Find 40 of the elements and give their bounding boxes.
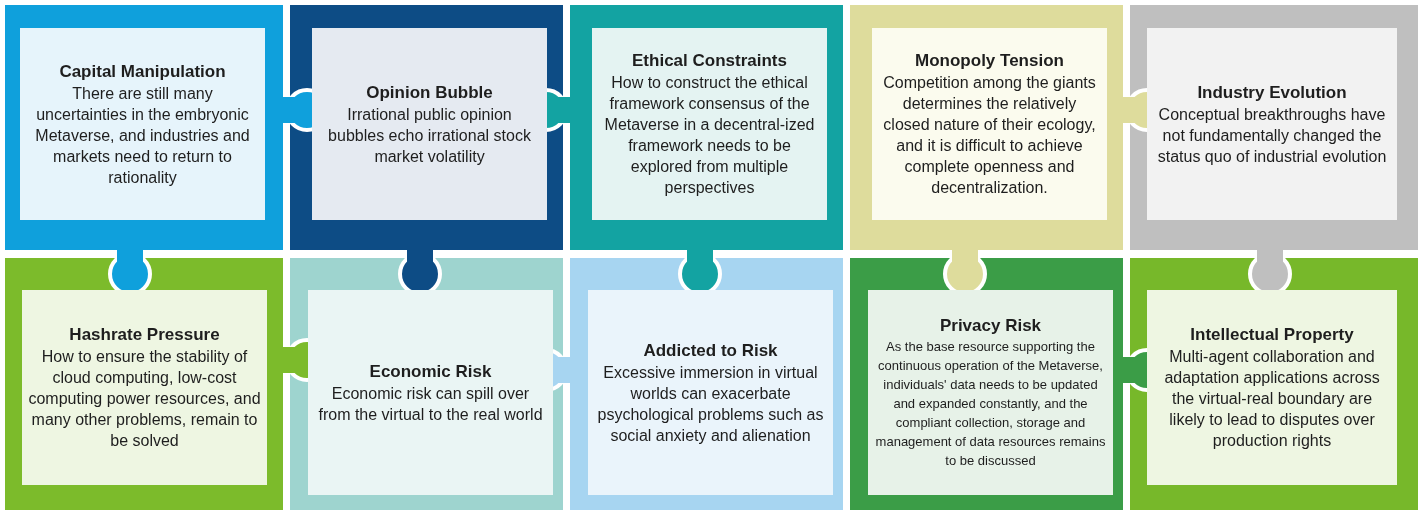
- heading: Industry Evolution: [1197, 81, 1347, 104]
- text-panel: [588, 290, 833, 495]
- text-panel: [872, 28, 1107, 220]
- description: Economic risk can spill over from the virtual to the real world: [317, 383, 544, 425]
- description: As the base resource supporting the continuous operation of the Metaverse, individuals' data needs to be updated and expanded constantly, and the compliant collection, storage and management of data resources remains to be discussed: [874, 338, 1107, 470]
- text-panel: [868, 290, 1113, 495]
- text-panel: [308, 290, 553, 495]
- puzzle-piece: [290, 258, 563, 510]
- text-panel: [20, 28, 265, 220]
- description: Irrational public opinion bubbles echo irrational stock market volatility: [327, 104, 532, 167]
- heading: Privacy Risk: [939, 315, 1042, 337]
- puzzle-piece: [1130, 258, 1418, 510]
- puzzle-piece: [1130, 5, 1418, 250]
- heading: Addicted to Risk: [643, 339, 778, 362]
- puzzle-piece: [570, 5, 843, 250]
- text-panel: [592, 28, 827, 220]
- text-panel: [22, 290, 267, 485]
- description: Excessive immersion in virtual worlds can exacerbate psychological problems such as social anxiety and alienation: [596, 362, 825, 446]
- description: Competition among the giants determines the relatively closed nature of their ecology, and it is difficult to achieve complete openness and decentralization.: [882, 73, 1097, 198]
- puzzle-piece: [850, 258, 1123, 510]
- description: How to ensure the stability of cloud computing, low-cost computing power resources, and many other problems, remain to be solved: [28, 347, 261, 451]
- puzzle-piece: [5, 5, 283, 250]
- heading: Opinion Bubble: [366, 81, 493, 104]
- puzzle-piece: [570, 258, 843, 510]
- puzzle-piece: [850, 5, 1123, 250]
- heading: Monopoly Tension: [915, 50, 1064, 72]
- heading: Economic Risk: [369, 360, 492, 383]
- text-panel: [1147, 28, 1397, 220]
- description: Conceptual breakthroughs have not fundamentally changed the status quo of industrial evolution: [1156, 104, 1388, 167]
- heading: Ethical Constraints: [632, 50, 787, 72]
- puzzle-piece: [290, 5, 563, 250]
- description: Multi-agent collaboration and adaptation applications across the virtual-real boundary are likely to lead to disputes over production rights: [1163, 347, 1381, 451]
- heading: Hashrate Pressure: [69, 324, 220, 346]
- heading: Intellectual Property: [1190, 324, 1354, 346]
- description: There are still many uncertainties in the embryonic Metaverse, and industries and markets need to return to rationality: [34, 83, 251, 188]
- text-panel: [1147, 290, 1397, 485]
- text-panel: [312, 28, 547, 220]
- heading: Capital Manipulation: [59, 60, 226, 83]
- puzzle-piece: [5, 258, 283, 510]
- description: How to construct the ethical framework consensus of the Metaverse in a decentral-ized framework needs to be explored from multiple perspectives: [603, 73, 816, 198]
